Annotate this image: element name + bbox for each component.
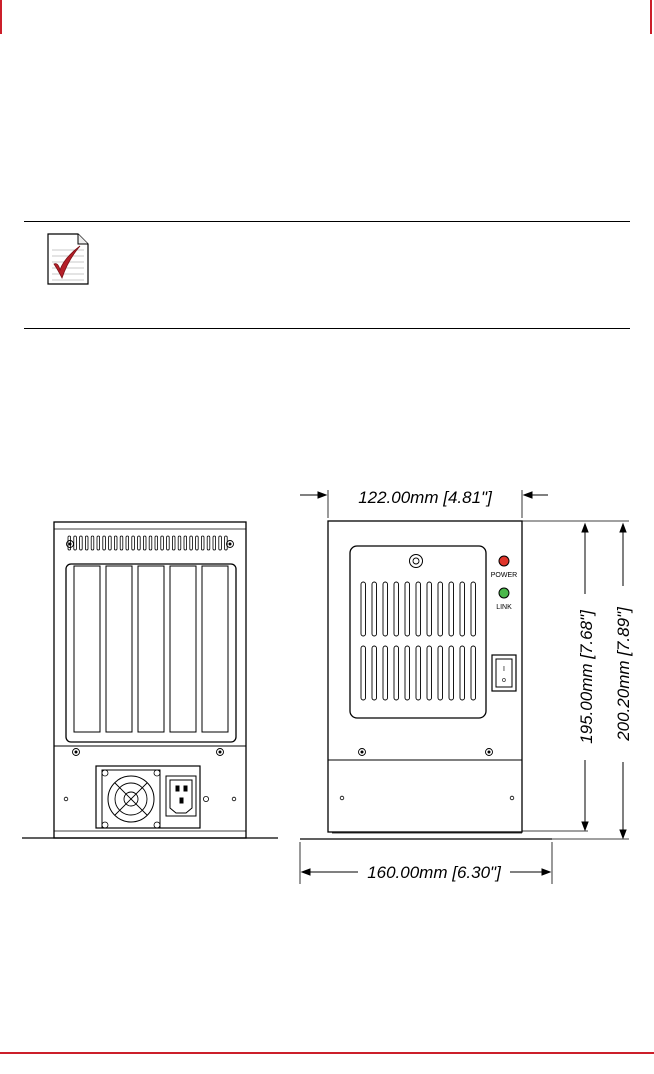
vent-slot (125, 535, 129, 551)
vent-slot (426, 645, 432, 701)
vent-slot (102, 535, 106, 551)
vent-slot (114, 535, 118, 551)
vent-slot (415, 581, 421, 637)
vent-slot (90, 535, 95, 551)
vent-slot (470, 581, 476, 637)
vent-slot (212, 535, 216, 551)
note-top-rule (24, 221, 630, 222)
vent-slot (119, 535, 124, 551)
vent-slot (459, 581, 465, 637)
rear-view-drawing (22, 521, 278, 839)
depth-dimension-label: 160.00mm [6.30"] (367, 863, 502, 882)
vent-slot (177, 535, 182, 551)
link-led-label: LINK (496, 604, 512, 611)
vent-slot (437, 645, 443, 701)
note-icon (46, 232, 90, 286)
vent-slot (415, 645, 421, 701)
vent-slot (393, 581, 399, 637)
header-left-marker (0, 0, 2, 34)
switch-on-mark: I (503, 666, 505, 673)
switch-off-mark: o (502, 677, 506, 684)
link-led (498, 587, 510, 599)
vent-slot (459, 645, 465, 701)
vent-slot (166, 535, 170, 551)
vent-slot (79, 535, 83, 551)
height-dimension-label: 195.00mm [7.68"] (577, 609, 596, 744)
vent-slot (218, 535, 222, 551)
width-dimension-label: 122.00mm [4.81"] (358, 488, 493, 507)
vent-slot (154, 535, 158, 551)
vent-slot (393, 645, 399, 701)
vent-slot (437, 581, 443, 637)
vent-slot (404, 581, 410, 637)
power-led-label: POWER (491, 572, 517, 579)
header-right-marker (650, 0, 652, 34)
vent-slot (200, 535, 205, 551)
vent-slot (404, 645, 410, 701)
vent-slot (148, 535, 153, 551)
vent-slot (85, 535, 89, 551)
vent-slot (426, 581, 432, 637)
vent-slot (448, 645, 454, 701)
vent-slot (96, 535, 100, 551)
vent-slot (382, 645, 388, 701)
vent-slot (195, 535, 199, 551)
vent-slot (131, 535, 135, 551)
overall-height-dimension-label: 200.20mm [7.89"] (614, 606, 633, 742)
note-bottom-rule (24, 328, 630, 329)
vent-slot (470, 645, 476, 701)
vent-slot (171, 535, 176, 551)
power-led (498, 555, 510, 567)
vent-slot (371, 645, 377, 701)
vent-slot (108, 535, 112, 551)
front-view-drawing: 122.00mm [4.81"] 160.00mm [6.30"] 195.00… (299, 488, 633, 884)
vent-slot (160, 535, 164, 551)
footer-rule (0, 1052, 654, 1054)
vent-slot (224, 535, 228, 551)
vent-slot (206, 535, 211, 551)
vent-slot (360, 645, 366, 701)
vent-slot (143, 535, 147, 551)
vent-slot (189, 535, 193, 551)
vent-slot (183, 535, 187, 551)
vent-slot (360, 581, 366, 637)
vent-slot (448, 581, 454, 637)
vent-slot (137, 535, 141, 551)
vent-slot (73, 535, 77, 551)
vent-slot (371, 581, 377, 637)
vent-slot (382, 581, 388, 637)
